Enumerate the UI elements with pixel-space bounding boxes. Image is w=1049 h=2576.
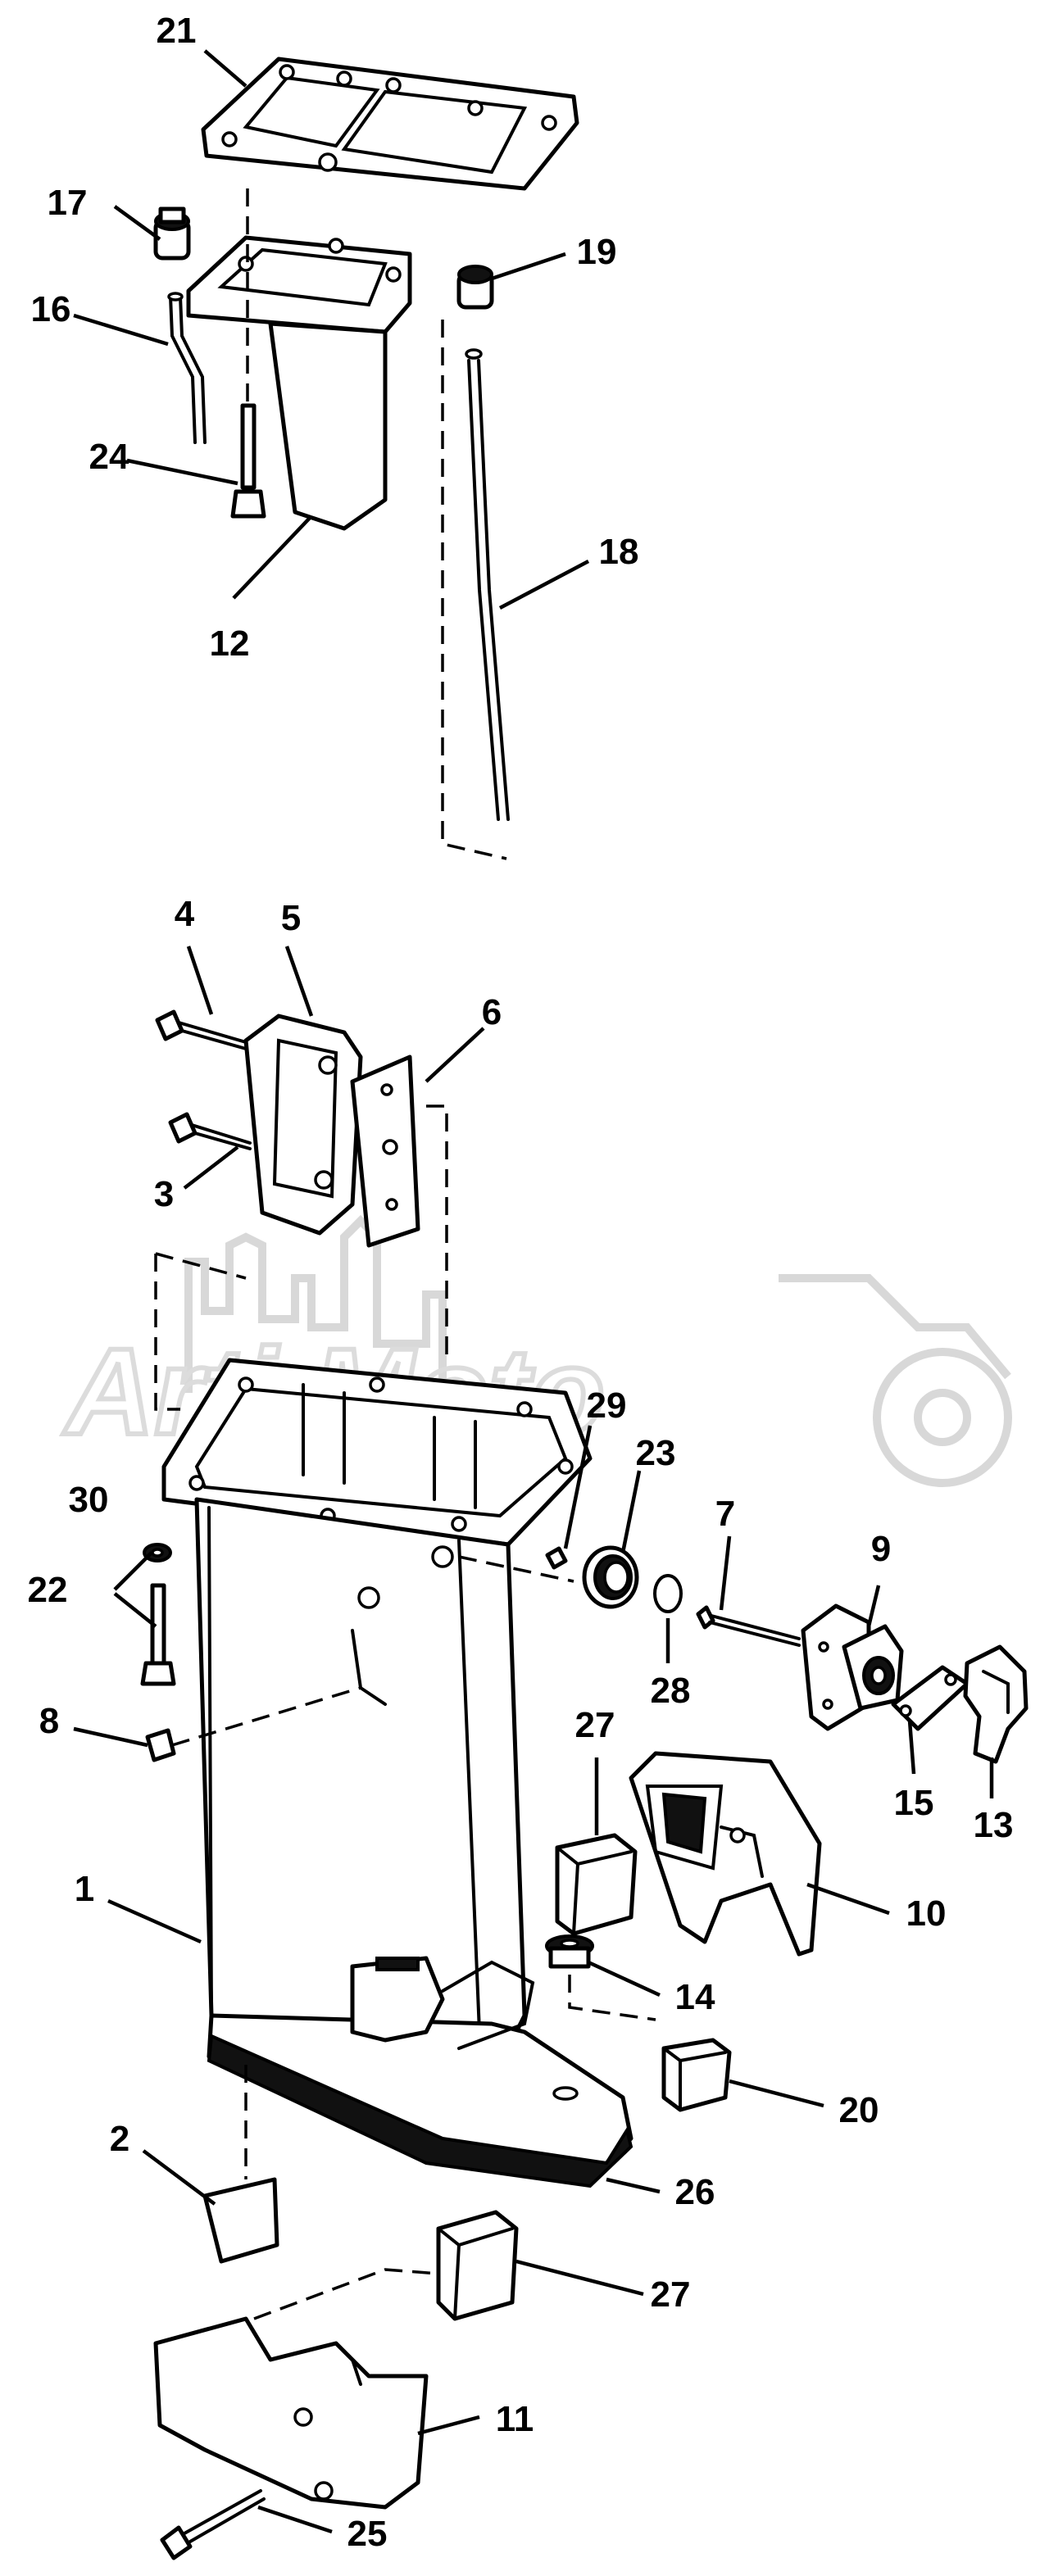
part-5-cover xyxy=(243,1014,363,1236)
callout-27-lower: 27 xyxy=(651,2274,691,2315)
callout-29: 29 xyxy=(587,1386,627,1426)
alignment-line-lower xyxy=(253,2268,439,2320)
callout-23: 23 xyxy=(636,1433,676,1473)
part-23-plug xyxy=(582,1545,639,1609)
callout-22: 22 xyxy=(28,1570,68,1610)
part-2-tab xyxy=(202,2177,279,2264)
callout-8: 8 xyxy=(39,1701,59,1741)
callout-15: 15 xyxy=(894,1783,934,1823)
callout-28: 28 xyxy=(651,1671,691,1711)
leader-lines xyxy=(73,49,994,2534)
callout-4: 4 xyxy=(175,894,195,934)
part-19-grommet xyxy=(456,265,494,310)
callout-7: 7 xyxy=(715,1494,735,1534)
part-25-bolt xyxy=(160,2489,266,2560)
part-16-tube xyxy=(167,292,207,444)
callout-27-upper: 27 xyxy=(575,1705,615,1745)
alignment-line-grommet xyxy=(568,1975,656,2021)
part-24-bolt xyxy=(230,403,266,519)
callout-17: 17 xyxy=(48,183,88,223)
callout-30: 30 xyxy=(69,1480,109,1520)
alignment-line-bolt8 xyxy=(171,1686,361,1747)
callout-24: 24 xyxy=(89,437,129,477)
callout-11: 11 xyxy=(496,2399,534,2439)
part-15-plate xyxy=(891,1665,970,1731)
callout-13: 13 xyxy=(974,1805,1014,1845)
part-10-mount xyxy=(629,1751,822,1957)
part-17-grommet xyxy=(153,206,191,261)
callouts: 21 17 19 16 24 18 12 4 5 6 3 29 23 7 9 3… xyxy=(28,11,1014,2554)
part-13-clip xyxy=(963,1644,1029,1764)
callout-3: 3 xyxy=(154,1174,174,1214)
alignment-line-plug xyxy=(458,1555,574,1583)
callout-6: 6 xyxy=(482,992,502,1032)
callout-12: 12 xyxy=(210,624,250,664)
callout-2: 2 xyxy=(110,2119,129,2159)
part-1-driveshaft-housing xyxy=(161,1358,633,2188)
part-11-cover xyxy=(153,2316,429,2510)
alignment-lines-top xyxy=(246,188,507,860)
part-9-bracket xyxy=(801,1603,904,1731)
callout-5: 5 xyxy=(281,898,301,938)
part-12-housing xyxy=(186,235,412,531)
callout-25: 25 xyxy=(347,2514,388,2554)
part-3-bolt xyxy=(168,1112,252,1150)
part-4-bolt xyxy=(155,1009,247,1050)
callout-19: 19 xyxy=(577,232,617,272)
callout-9: 9 xyxy=(871,1529,891,1569)
part-27-block-lower xyxy=(436,2210,519,2321)
callout-14: 14 xyxy=(675,1977,715,2017)
callout-20: 20 xyxy=(839,2090,879,2130)
part-30-washer xyxy=(143,1543,172,1562)
callout-18: 18 xyxy=(599,532,639,572)
part-18-water-tube xyxy=(465,348,510,821)
part-6-gasket xyxy=(350,1054,420,1248)
part-28-oring xyxy=(653,1574,683,1613)
part-20-block xyxy=(661,2038,732,2112)
part-29-screw xyxy=(545,1546,568,1570)
callout-16: 16 xyxy=(31,289,71,329)
part-22-bolt xyxy=(140,1583,176,1686)
part-27-block-upper xyxy=(555,1833,638,1936)
callout-26: 26 xyxy=(675,2172,715,2212)
part-21-gasket xyxy=(201,57,579,191)
alignment-lines-cover xyxy=(154,1104,448,1411)
part-7-bolt xyxy=(696,1605,801,1647)
callout-1: 1 xyxy=(75,1869,94,1909)
callout-21: 21 xyxy=(157,11,197,51)
part-14-grommet xyxy=(545,1934,594,1969)
callout-10: 10 xyxy=(906,1893,947,1934)
part-8-bolt xyxy=(145,1728,176,1762)
